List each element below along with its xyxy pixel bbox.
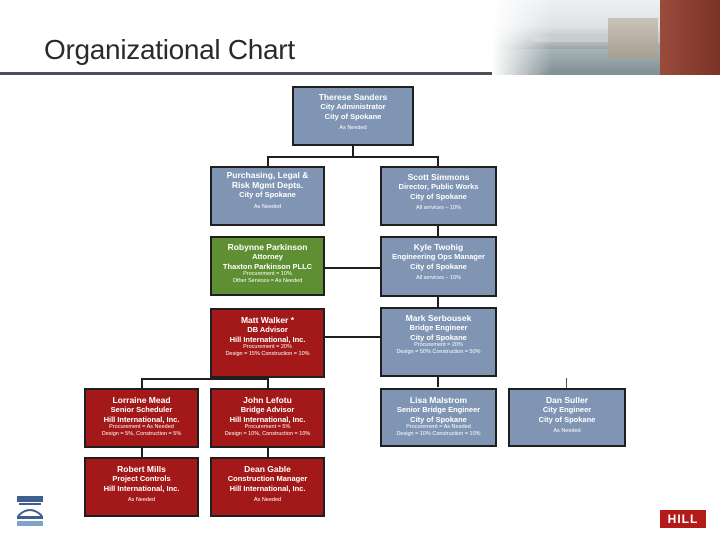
- title-divider: [0, 72, 500, 75]
- box-kyle-twohig: Kyle Twohig Engineering Ops Manager City…: [380, 236, 497, 297]
- connector-line: [267, 447, 269, 457]
- connector-line: [141, 378, 143, 388]
- connector-line: [324, 336, 381, 338]
- box-dean-gable: Dean Gable Construction Manager Hill Int…: [210, 457, 325, 517]
- connector-line: [141, 378, 269, 380]
- connector-line: [437, 226, 439, 236]
- page-title: Organizational Chart: [44, 34, 295, 65]
- hill-logo: HILL: [660, 510, 706, 528]
- box-scott-simmons: Scott Simmons Director, Public Works Cit…: [380, 166, 497, 226]
- box-john-lefotu: John Lefotu Bridge Advisor Hill Internat…: [210, 388, 325, 448]
- box-robert-mills: Robert Mills Project Controls Hill Inter…: [84, 457, 199, 517]
- connector-line: [437, 377, 439, 387]
- connector-line: [141, 447, 143, 457]
- box-mark-serbousek: Mark Serbousek Bridge Engineer City of S…: [380, 307, 497, 377]
- connector-line: [267, 378, 269, 388]
- box-lorraine-mead: Lorraine Mead Senior Scheduler Hill Inte…: [84, 388, 199, 448]
- header-photo: [492, 0, 720, 75]
- connector-line: [267, 156, 269, 166]
- box-therese-sanders: Therese Sanders City Administrator City …: [292, 86, 414, 146]
- connector-line: [437, 297, 439, 307]
- connector-line: [352, 146, 354, 158]
- box-lisa-malstrom: Lisa Malstrom Senior Bridge Engineer Cit…: [380, 388, 497, 447]
- city-seal-icon: [17, 496, 43, 526]
- box-dan-suller: Dan Suller City Engineer City of Spokane…: [508, 388, 626, 447]
- connector-line: [267, 156, 439, 158]
- box-matt-walker: Matt Walker * DB Advisor Hill Internatio…: [210, 308, 325, 378]
- box-robynne-parkinson: Robynne Parkinson Attorney Thaxton Parki…: [210, 236, 325, 296]
- connector-line: [437, 156, 439, 166]
- connector-line: [566, 378, 567, 388]
- box-purchasing-legal: Purchasing, Legal & Risk Mgmt Depts. Cit…: [210, 166, 325, 226]
- connector-line: [324, 267, 381, 269]
